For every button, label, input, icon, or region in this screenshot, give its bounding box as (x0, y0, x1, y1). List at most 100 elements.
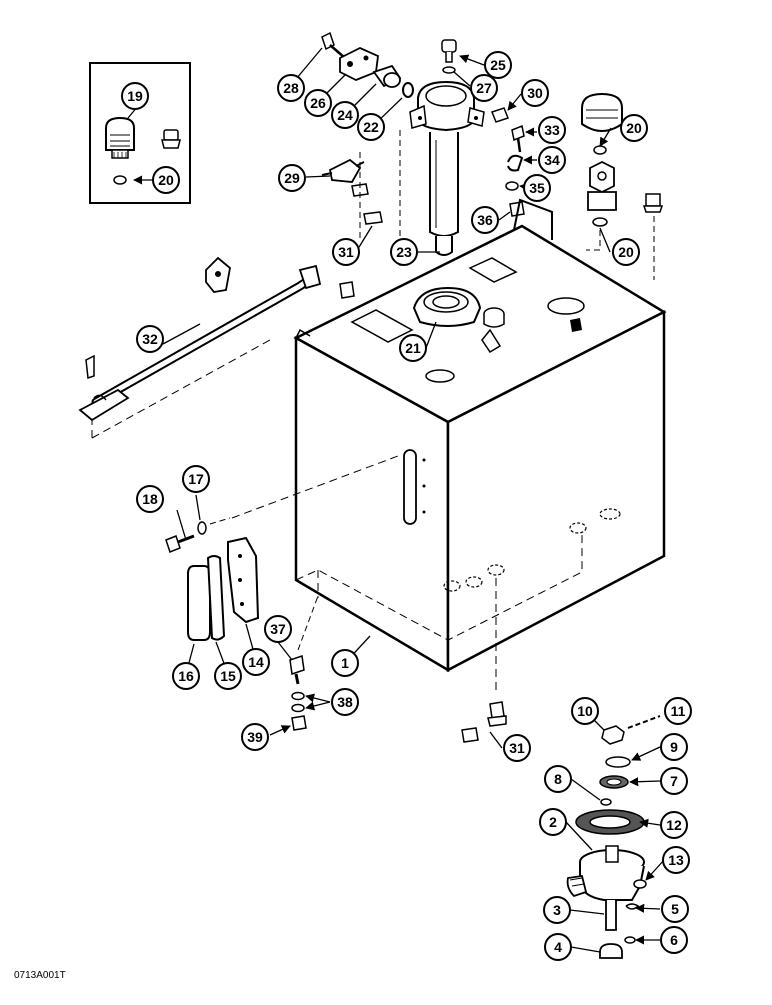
callout-18: 18 (136, 485, 164, 513)
svg-text:9: 9 (670, 739, 678, 755)
callout-38: 38 (331, 688, 359, 716)
svg-text:8: 8 (554, 771, 562, 787)
drain-assembly (566, 715, 661, 959)
svg-text:14: 14 (248, 654, 264, 670)
callout-6: 6 (660, 926, 688, 954)
svg-text:11: 11 (671, 703, 686, 719)
callout-30: 30 (521, 79, 549, 107)
callout-3: 3 (543, 896, 571, 924)
svg-text:17: 17 (188, 471, 204, 487)
callout-1: 1 (331, 649, 359, 677)
svg-text:20: 20 (618, 244, 634, 260)
svg-text:28: 28 (283, 80, 299, 96)
callout-13: 13 (662, 846, 690, 874)
callout-10: 10 (571, 697, 599, 725)
callout-20-top: 20 (620, 114, 648, 142)
callout-27: 27 (470, 74, 498, 102)
svg-text:35: 35 (529, 180, 545, 196)
callout-26: 26 (304, 89, 332, 117)
svg-text:36: 36 (477, 212, 493, 228)
callout-4: 4 (544, 933, 572, 961)
callout-5: 5 (661, 895, 689, 923)
callout-7: 7 (660, 767, 688, 795)
callout-25: 25 (484, 51, 512, 79)
svg-text:7: 7 (670, 773, 678, 789)
callout-29: 29 (278, 164, 306, 192)
svg-text:39: 39 (247, 729, 263, 745)
leader-lines (127, 47, 665, 953)
callout-22: 22 (357, 113, 385, 141)
callout-19: 19 (121, 82, 149, 110)
callout-39: 39 (241, 723, 269, 751)
callout-37: 37 (264, 615, 292, 643)
svg-text:24: 24 (337, 107, 353, 123)
svg-text:38: 38 (337, 694, 353, 710)
return-tube (78, 256, 322, 439)
callout-33: 33 (538, 116, 566, 144)
callout-16: 16 (172, 662, 200, 690)
bottom-fitting (461, 576, 507, 743)
svg-text:10: 10 (577, 703, 593, 719)
svg-text:18: 18 (142, 491, 158, 507)
svg-text:23: 23 (396, 244, 412, 260)
svg-text:37: 37 (270, 621, 286, 637)
svg-text:6: 6 (670, 932, 678, 948)
callout-20-inset: 20 (152, 166, 180, 194)
svg-text:22: 22 (363, 119, 379, 135)
svg-text:12: 12 (666, 817, 682, 833)
svg-text:16: 16 (178, 668, 194, 684)
svg-text:27: 27 (476, 80, 492, 96)
callout-14: 14 (242, 648, 270, 676)
o-ring-inset (113, 175, 127, 185)
callout-15: 15 (214, 662, 242, 690)
callout-31-bottom: 31 (503, 734, 531, 762)
svg-text:33: 33 (544, 122, 560, 138)
svg-text:20: 20 (626, 120, 642, 136)
callout-8: 8 (544, 765, 572, 793)
callout-12: 12 (660, 811, 688, 839)
svg-text:30: 30 (527, 85, 543, 101)
breather-cap-19 (105, 116, 135, 159)
svg-text:32: 32 (142, 331, 158, 347)
fitting-inset (161, 129, 181, 149)
svg-text:29: 29 (284, 170, 300, 186)
svg-text:5: 5 (671, 901, 679, 917)
callout-31-top: 31 (332, 238, 360, 266)
filter-assembly (321, 31, 525, 270)
svg-text:26: 26 (310, 95, 326, 111)
svg-text:13: 13 (668, 852, 684, 868)
callout-17: 17 (182, 465, 210, 493)
svg-text:19: 19 (127, 88, 143, 104)
callout-28: 28 (277, 74, 305, 102)
svg-text:4: 4 (554, 939, 562, 955)
callouts: 1 2 3 4 5 6 7 8 9 10 11 12 13 14 15 16 1… (121, 51, 692, 961)
figure-code: 0713A001T (14, 970, 66, 981)
svg-text:20: 20 (158, 172, 174, 188)
callout-2: 2 (539, 808, 567, 836)
callout-20-bottom: 20 (612, 238, 640, 266)
callout-24: 24 (331, 101, 359, 129)
inset-box (89, 62, 191, 204)
callout-36: 36 (471, 206, 499, 234)
svg-text:3: 3 (553, 902, 561, 918)
callout-11: 11 (664, 697, 692, 725)
breather-right (581, 92, 664, 280)
svg-text:34: 34 (544, 152, 560, 168)
svg-text:21: 21 (405, 340, 421, 356)
callout-9: 9 (660, 733, 688, 761)
svg-text:15: 15 (220, 668, 236, 684)
svg-text:1: 1 (341, 655, 349, 671)
callout-23: 23 (390, 238, 418, 266)
svg-text:31: 31 (338, 244, 354, 260)
callout-35: 35 (523, 174, 551, 202)
svg-text:25: 25 (490, 57, 506, 73)
hydraulic-tank (293, 198, 667, 673)
callout-34: 34 (538, 146, 566, 174)
svg-text:31: 31 (509, 740, 525, 756)
callout-21: 21 (399, 334, 427, 362)
bolt-washer-stack (289, 595, 319, 731)
svg-text:2: 2 (549, 814, 557, 830)
callout-32: 32 (136, 325, 164, 353)
